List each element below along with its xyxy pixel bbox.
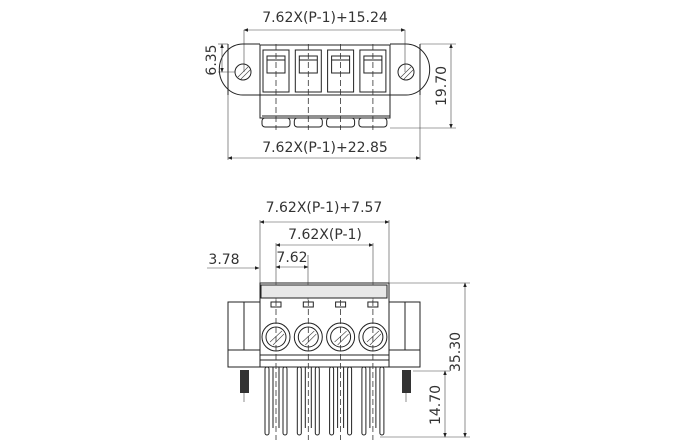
left-flange	[218, 43, 260, 96]
front-terminal	[326, 300, 356, 440]
dim-left-label: 6.35	[204, 44, 220, 75]
screw-left	[240, 370, 249, 402]
dim-overall-label: 7.62X(P-1)+7.57	[266, 200, 383, 216]
right-flange	[390, 43, 431, 96]
front-terminal	[358, 300, 388, 440]
top-terminal	[326, 44, 356, 130]
dim-offset-label: 3.78	[208, 252, 239, 268]
dim-pin-label: 14.70	[428, 385, 444, 425]
dim-height-label: 35.30	[448, 332, 464, 372]
screw-right	[402, 370, 411, 402]
top-body	[259, 44, 391, 119]
mounting-hole-right	[397, 63, 415, 81]
dim-pitch-label: 7.62	[276, 250, 307, 266]
top-terminal	[261, 44, 291, 130]
dim-bottom-label: 7.62X(P-1)+22.85	[262, 140, 388, 156]
front-terminal	[261, 300, 291, 440]
top-terminal	[358, 44, 388, 130]
dim-pitch-total-label: 7.62X(P-1)	[288, 227, 362, 243]
dim-right-label: 19.70	[434, 66, 450, 106]
dim-top-label: 7.62X(P-1)+15.24	[262, 10, 388, 26]
front-terminal	[293, 300, 323, 440]
top-terminal	[293, 44, 323, 130]
front-body	[259, 282, 390, 368]
front-view: 7.62X(P-1)+7.57 7.62X(P-1) 3.78 7.62	[207, 200, 470, 440]
top-bar	[260, 284, 388, 299]
top-view: 7.62X(P-1)+15.24 7.62X(P-1)+22.85 6.35 1…	[204, 10, 456, 160]
